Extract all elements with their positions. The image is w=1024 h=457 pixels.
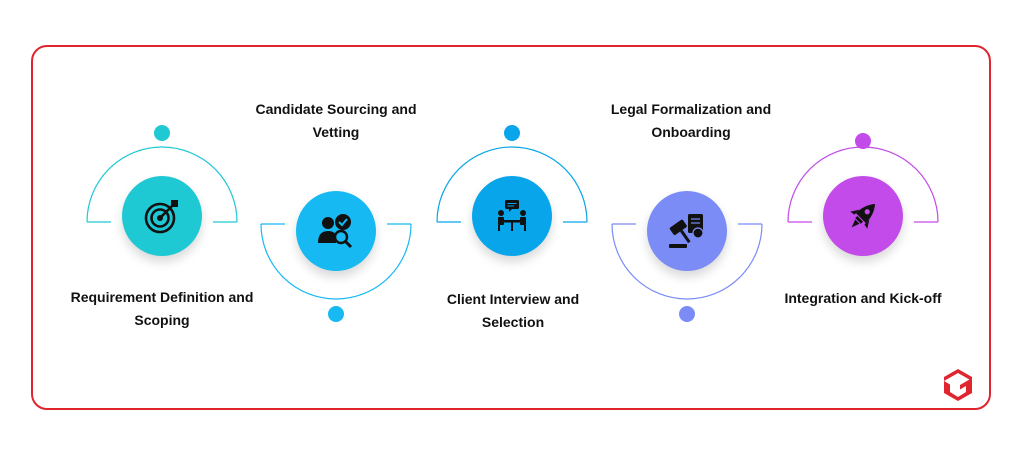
candidate-search-icon — [318, 214, 353, 249]
step-3-circle — [472, 176, 552, 256]
interview-icon — [498, 200, 526, 231]
arc-step-3 — [436, 146, 588, 223]
step-5-label: Integration and Kick-off — [784, 290, 942, 306]
step-1-circle — [122, 176, 202, 256]
target-icon — [144, 200, 178, 234]
rocket-icon — [850, 203, 876, 229]
brand-logo-icon — [944, 369, 972, 401]
arc-dot-4 — [679, 306, 695, 322]
diagram-frame — [31, 45, 991, 410]
step-2-label: Candidate Sourcing and Vetting — [255, 101, 417, 140]
step-4-circle — [647, 191, 727, 271]
step-4-label: Legal Formalization and Onboarding — [610, 101, 772, 140]
arc-dot-2 — [328, 306, 344, 322]
step-1-label: Requirement Definition and Scoping — [70, 289, 254, 328]
arc-dot-5 — [855, 133, 871, 149]
arc-step-2 — [260, 223, 412, 300]
arc-dot-3 — [504, 125, 520, 141]
arc-dot-1 — [154, 125, 170, 141]
step-3-label: Client Interview and Selection — [446, 291, 580, 330]
step-5-circle — [823, 176, 903, 256]
arc-step-4 — [611, 223, 763, 300]
legal-gavel-icon — [669, 214, 704, 248]
step-2-circle — [296, 191, 376, 271]
arc-step-1 — [86, 146, 238, 223]
